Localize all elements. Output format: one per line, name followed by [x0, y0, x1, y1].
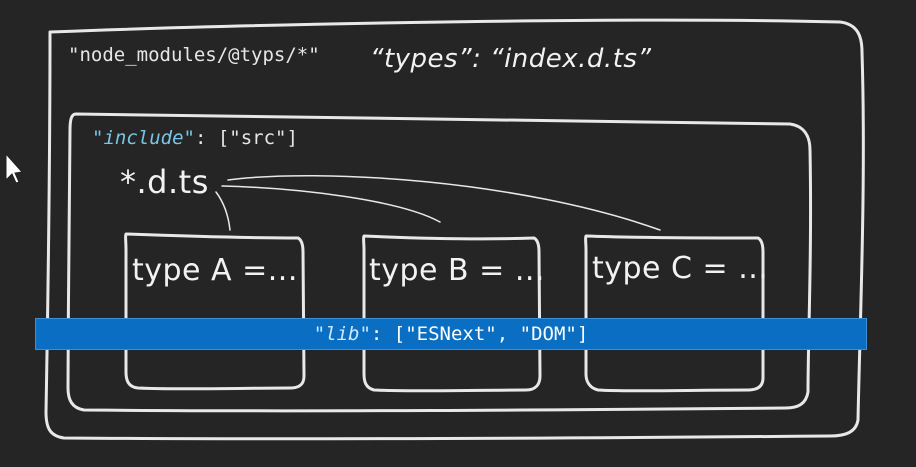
connector-b: [221, 185, 441, 223]
lib-bar: "lib": ["ESNext", "DOM"]: [35, 318, 867, 350]
lib-key: "lib": [313, 323, 371, 345]
connector-c: [227, 174, 661, 231]
file-box-b: [362, 234, 542, 393]
outer-path-label: "node_modules/@typs/*": [68, 44, 320, 66]
lib-value: : ["ESNext", "DOM"]: [370, 323, 589, 345]
file-box-a: [124, 232, 306, 391]
types-key: “types”: [370, 44, 473, 74]
connector-a: [215, 191, 231, 231]
inner-box: [66, 112, 813, 413]
file-label-b: type B = ...: [369, 253, 545, 288]
cursor-icon: [5, 152, 23, 184]
file-box-c: [584, 234, 765, 393]
file-label-a: type A =...: [132, 253, 298, 288]
file-label-c: type C = ...: [592, 251, 769, 286]
types-colon: :: [472, 44, 482, 74]
include-value: : ["src"]: [194, 127, 298, 149]
types-value: “index.d.ts”: [490, 44, 652, 74]
types-mapping: “types”: “index.d.ts”: [370, 44, 651, 74]
include-key: "include": [92, 127, 195, 149]
glob-label: *.d.ts: [120, 163, 209, 201]
include-label: "include": ["src"]: [92, 127, 298, 149]
outer-box: [44, 18, 865, 441]
